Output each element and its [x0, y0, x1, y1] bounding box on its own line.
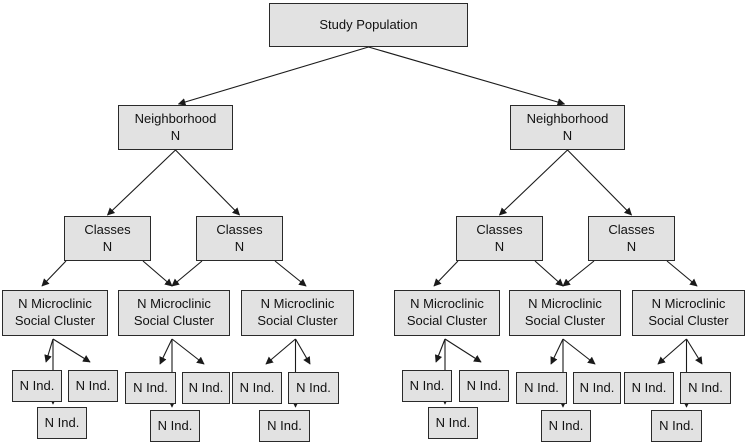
classes-node-1-1: Classes N — [64, 216, 151, 261]
arrow-microclinic-2-3-to-individual-1 — [657, 338, 687, 365]
individual-node-2-1-1: N Ind. — [402, 370, 452, 402]
arrow-microclinic-2-2-to-individual-1 — [550, 338, 564, 365]
individual-node-1-3-1: N Ind. — [232, 372, 282, 404]
arrow-microclinic-2-1-to-individual-1 — [434, 338, 446, 363]
arrow-neighborhood-to-classes-2-1 — [498, 149, 568, 216]
arrow-microclinic-1-1-to-individual-2 — [52, 338, 91, 363]
individual-node-1-3-3: N Ind. — [259, 410, 310, 442]
microclinic-node-2-1: N Microclinic Social Cluster — [394, 290, 500, 336]
neighborhood-node-2: Neighborhood N — [510, 105, 625, 150]
individual-node-2-1-3: N Ind. — [428, 407, 478, 439]
arrow-microclinic-2-1-to-individual-2 — [444, 338, 482, 363]
individual-node-2-3-1: N Ind. — [624, 372, 674, 404]
root-node-study-population: Study Population — [269, 3, 468, 47]
arrow-root-to-neighborhood-2 — [368, 46, 566, 106]
arrow-classes-2-1-to-microclinic-2 — [534, 260, 564, 287]
microclinic-node-2-2: N Microclinic Social Cluster — [509, 290, 621, 336]
individual-node-1-1-3: N Ind. — [37, 407, 87, 439]
arrow-neighborhood-to-classes-1-2 — [175, 149, 241, 216]
individual-node-2-2-2: N Ind. — [573, 372, 621, 404]
microclinic-node-2-3: N Microclinic Social Cluster — [632, 290, 745, 336]
microclinic-node-1-2: N Microclinic Social Cluster — [118, 290, 230, 336]
individual-node-1-1-1: N Ind. — [12, 370, 62, 402]
individual-node-2-2-3: N Ind. — [541, 410, 591, 442]
individual-node-2-3-2: N Ind. — [680, 372, 731, 404]
arrow-neighborhood-to-classes-1-1 — [106, 149, 176, 216]
arrow-classes-1-2-to-microclinic-3 — [274, 260, 307, 287]
individual-node-1-1-2: N Ind. — [68, 370, 118, 402]
microclinic-node-1-1: N Microclinic Social Cluster — [2, 290, 108, 336]
classes-node-2-1: Classes N — [456, 216, 543, 261]
arrow-microclinic-1-3-to-individual-2 — [295, 338, 311, 365]
individual-node-1-3-2: N Ind. — [288, 372, 339, 404]
individual-node-1-2-1: N Ind. — [125, 372, 176, 404]
arrow-classes-1-1-to-microclinic-1 — [41, 260, 67, 287]
microclinic-node-1-3: N Microclinic Social Cluster — [241, 290, 354, 336]
arrow-classes-2-1-to-microclinic-1 — [433, 260, 459, 287]
arrow-microclinic-1-2-to-individual-1 — [159, 338, 173, 365]
neighborhood-node-1: Neighborhood N — [118, 105, 233, 150]
arrow-classes-1-1-to-microclinic-2 — [142, 260, 173, 287]
arrow-classes-1-2-to-microclinic-2 — [171, 260, 203, 287]
arrow-microclinic-1-2-to-individual-2 — [171, 338, 205, 365]
arrow-microclinic-1-1-to-individual-1 — [44, 338, 54, 363]
arrow-classes-2-2-to-microclinic-2 — [562, 260, 595, 287]
classes-node-2-2: Classes N — [588, 216, 675, 261]
individual-node-1-2-2: N Ind. — [182, 372, 230, 404]
individual-node-1-2-3: N Ind. — [150, 410, 200, 442]
arrow-neighborhood-to-classes-2-2 — [567, 149, 633, 216]
arrow-microclinic-2-3-to-individual-2 — [686, 338, 703, 365]
arrow-classes-2-2-to-microclinic-3 — [666, 260, 698, 287]
individual-node-2-3-3: N Ind. — [651, 410, 702, 442]
arrow-root-to-neighborhood-1 — [177, 46, 369, 106]
individual-node-2-2-1: N Ind. — [516, 372, 567, 404]
individual-node-2-1-2: N Ind. — [459, 370, 509, 402]
arrow-microclinic-1-3-to-individual-1 — [265, 338, 296, 365]
arrow-microclinic-2-2-to-individual-2 — [562, 338, 596, 365]
classes-node-1-2: Classes N — [196, 216, 283, 261]
